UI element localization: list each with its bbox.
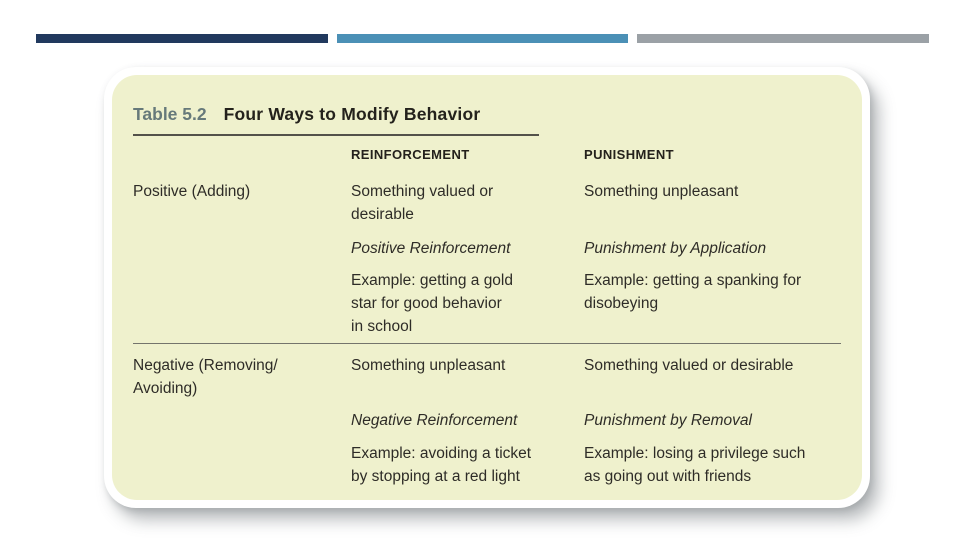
table-row: Negative (Removing/ Avoiding) Something … bbox=[133, 354, 841, 400]
cell-positive-reinforcement-term: Positive Reinforcement bbox=[351, 240, 511, 257]
cell-negative-reinforcement-what: Something unpleasant bbox=[351, 357, 506, 374]
column-header-punishment: PUNISHMENT bbox=[584, 147, 674, 162]
section-divider bbox=[133, 343, 841, 344]
cell-positive-punishment-example: Example: getting a spanking for disobeyi… bbox=[584, 272, 802, 312]
row-label-positive: Positive (Adding) bbox=[133, 183, 251, 200]
blue-bar bbox=[336, 34, 629, 43]
table-row: Positive (Adding) Something valued or de… bbox=[133, 180, 841, 226]
cell-positive-reinforcement-example: Example: getting a gold star for good be… bbox=[351, 272, 513, 335]
table-row: Example: avoiding a ticket by stopping a… bbox=[133, 442, 841, 488]
table-row: Negative Reinforcement Punishment by Rem… bbox=[133, 409, 841, 432]
cell-positive-reinforcement-what: Something valued or desirable bbox=[351, 183, 494, 223]
cell-positive-punishment-what: Something unpleasant bbox=[584, 183, 739, 200]
row-spacer bbox=[133, 409, 351, 432]
row-spacer bbox=[133, 269, 351, 338]
cell-negative-punishment-example: Example: losing a privilege such as goin… bbox=[584, 445, 806, 485]
table-title-block: Table 5.2 Four Ways to Modify Behavior bbox=[133, 103, 539, 136]
gray-bar bbox=[637, 34, 930, 43]
decorative-top-bars bbox=[36, 34, 930, 43]
table-card: Table 5.2 Four Ways to Modify Behavior RE… bbox=[104, 67, 870, 508]
row-label-negative: Negative (Removing/ Avoiding) bbox=[133, 357, 278, 397]
table-card-inner: Table 5.2 Four Ways to Modify Behavior RE… bbox=[112, 75, 862, 500]
table-header-row: REINFORCEMENT PUNISHMENT bbox=[133, 147, 841, 162]
row-spacer bbox=[133, 442, 351, 488]
table-title: Four Ways to Modify Behavior bbox=[223, 104, 481, 124]
column-header-reinforcement: REINFORCEMENT bbox=[351, 147, 470, 162]
navy-bar bbox=[36, 34, 328, 43]
table-number: Table 5.2 bbox=[133, 104, 207, 124]
cell-negative-punishment-what: Something valued or desirable bbox=[584, 357, 794, 374]
row-spacer bbox=[133, 237, 351, 260]
table-row: Example: getting a gold star for good be… bbox=[133, 269, 841, 338]
cell-negative-reinforcement-term: Negative Reinforcement bbox=[351, 412, 518, 429]
cell-positive-punishment-term: Punishment by Application bbox=[584, 240, 767, 257]
table-row: Positive Reinforcement Punishment by App… bbox=[133, 237, 841, 260]
cell-negative-punishment-term: Punishment by Removal bbox=[584, 412, 752, 429]
cell-negative-reinforcement-example: Example: avoiding a ticket by stopping a… bbox=[351, 445, 532, 485]
header-spacer bbox=[133, 147, 351, 162]
